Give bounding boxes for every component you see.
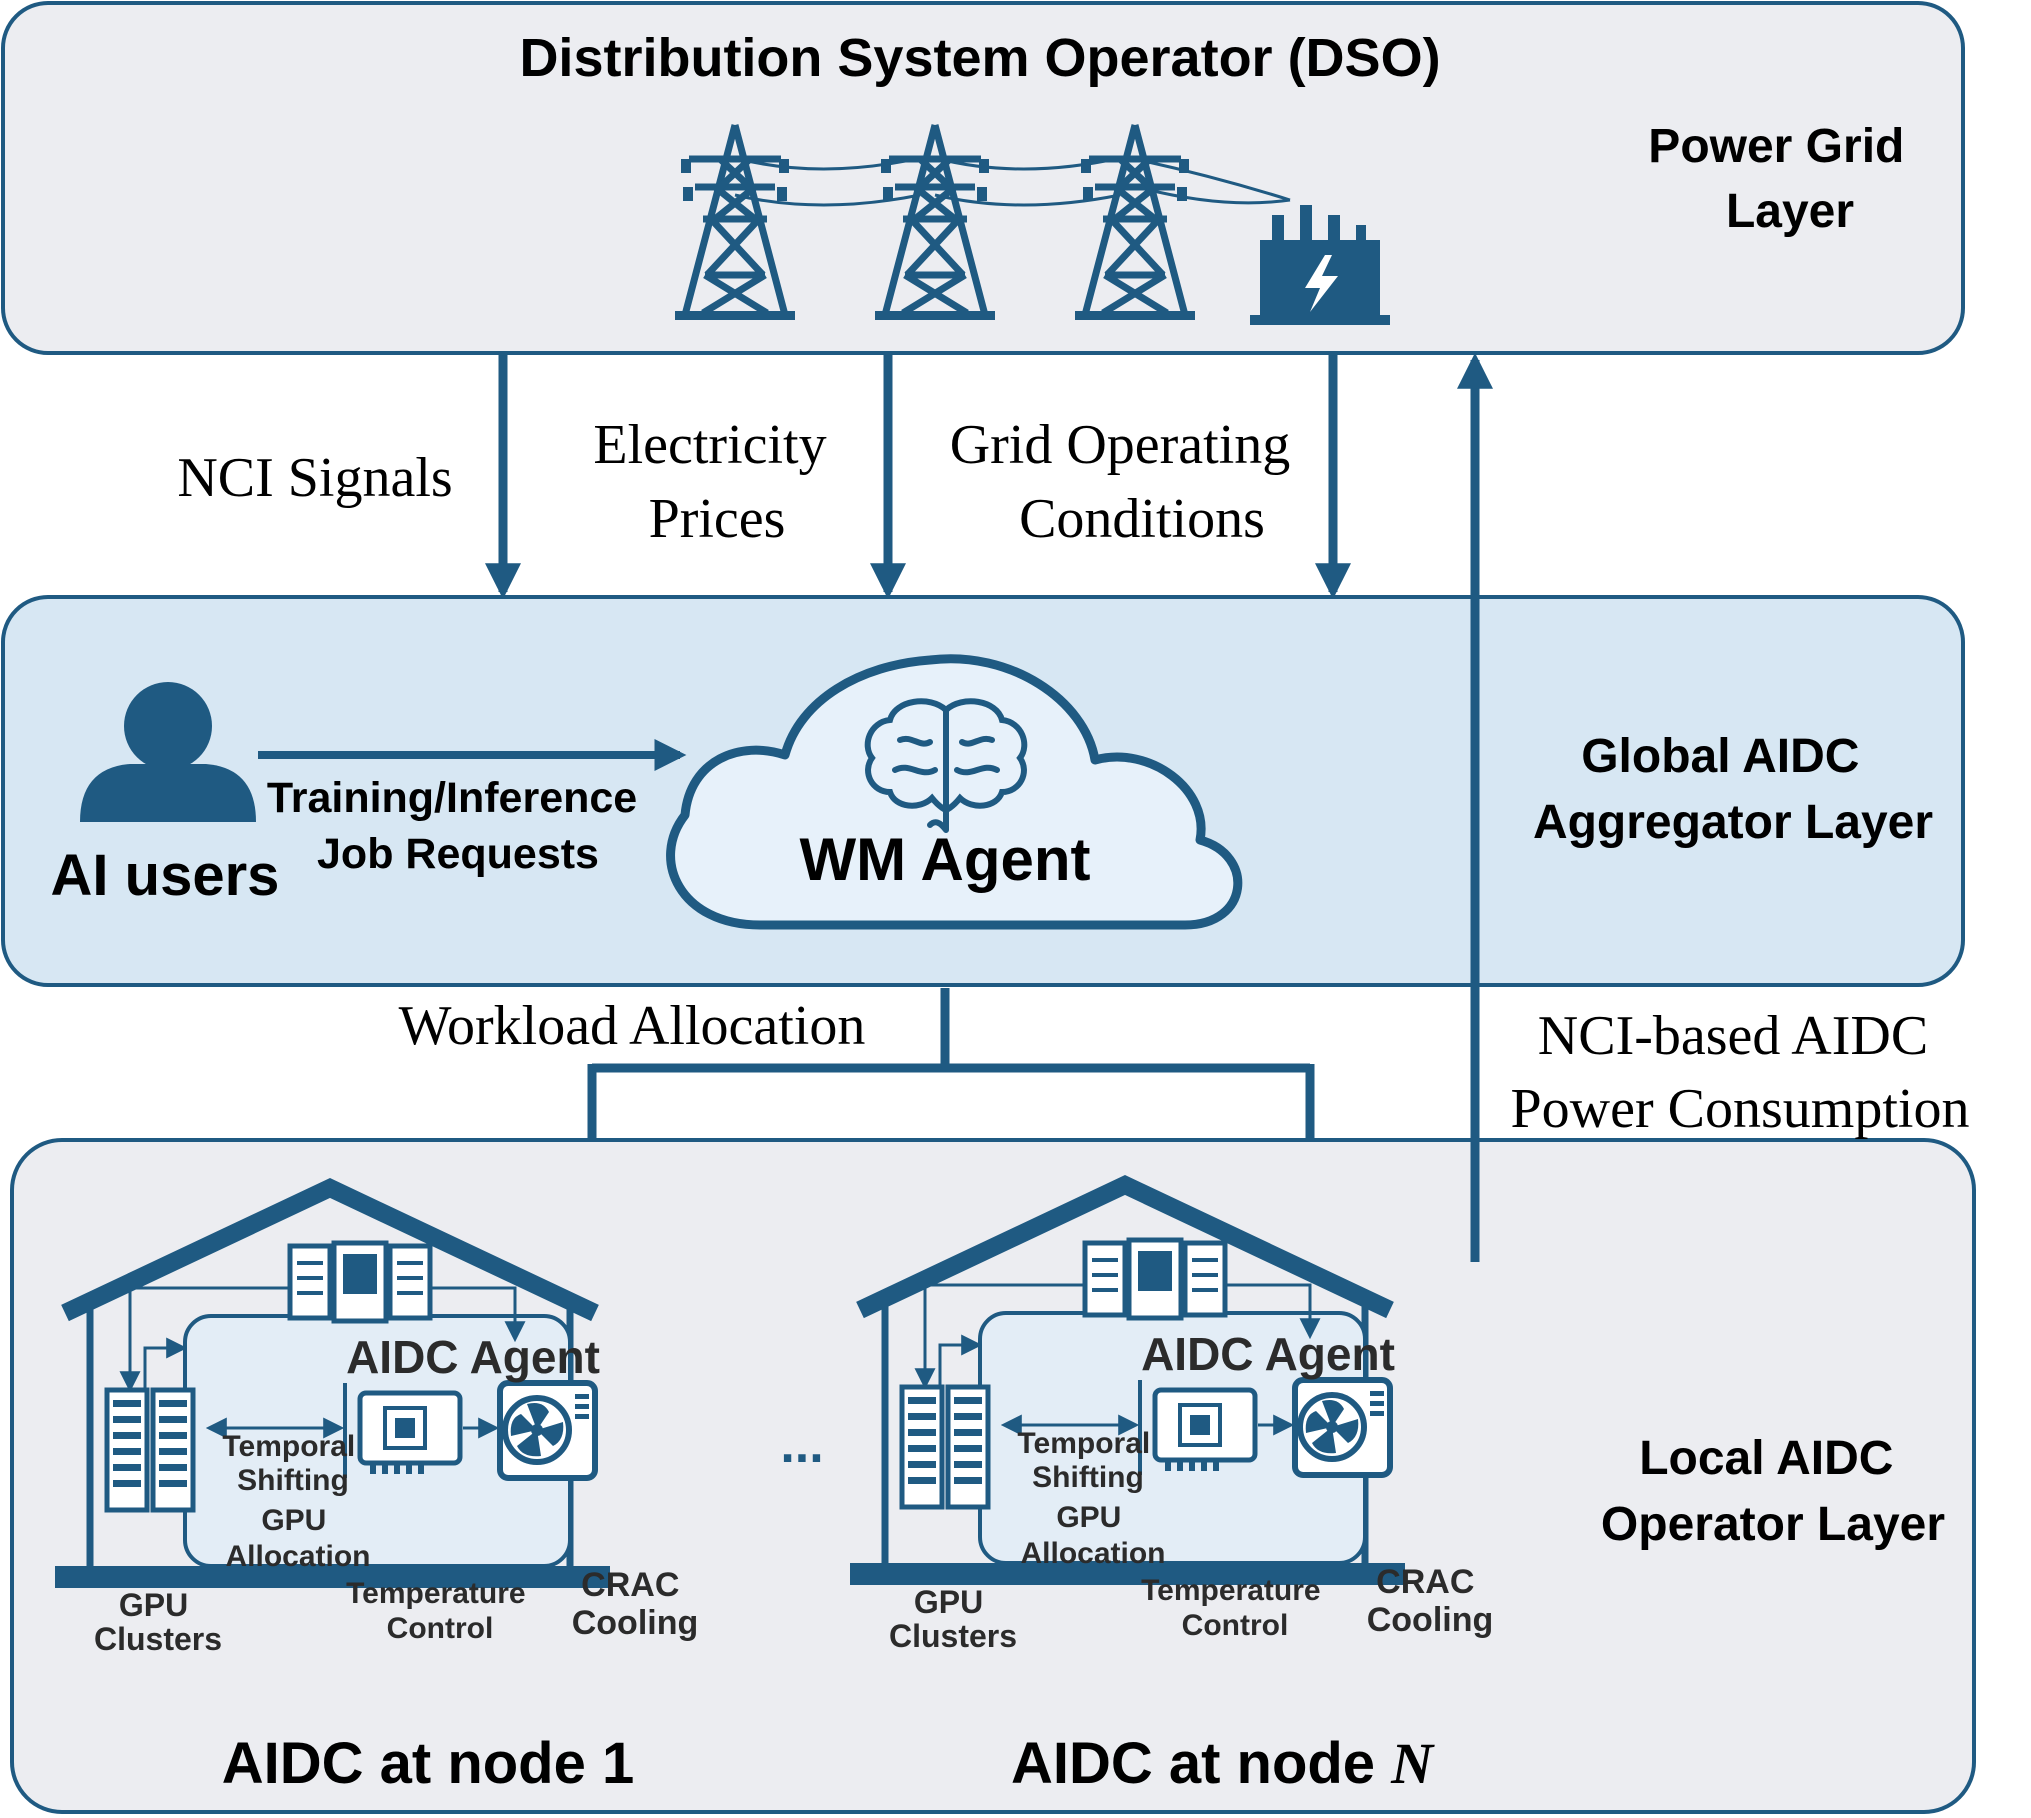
power-consumption-label: NCI-based AIDC Power Consumption <box>1511 1005 1970 1140</box>
grid-signal-arrows: NCI Signals Electricity Prices Grid Oper… <box>177 355 1351 600</box>
ai-user-icon <box>80 682 256 822</box>
workload-allocation: Workload Allocation <box>399 988 1328 1178</box>
local-layer-label: Local AIDC Operator Layer <box>1601 1432 1945 1551</box>
temperature-control-label: Temperature Control <box>346 1577 534 1645</box>
ai-users-label: AI users <box>51 843 280 908</box>
aggregator-layer: AI users Training/Inference Job Requests… <box>1 595 1965 987</box>
power-grid-layer: Distribution System Operator (DSO) Power… <box>1 1 1965 355</box>
aidc-node-1: AIDC Agent Temporal Shifting GPU Allocat… <box>55 1188 698 1657</box>
grid-conditions-label: Grid Operating Conditions <box>950 414 1305 550</box>
temperature-control-label: Temperature Control <box>1141 1574 1329 1642</box>
job-requests-label: Training/Inference Job Requests <box>267 774 649 878</box>
aidc-node1-label: AIDC at node 1 <box>222 1731 635 1796</box>
substation-transformer-icon <box>1250 205 1390 325</box>
aidc-agent-label: AIDC Agent <box>346 1331 600 1383</box>
gpu-allocation-label: GPU Allocation <box>225 1504 370 1573</box>
more-nodes-ellipsis: ... <box>780 1416 823 1474</box>
wm-agent-label: WM Agent <box>799 826 1090 893</box>
aidc-agent-label: AIDC Agent <box>1141 1328 1395 1380</box>
aggregator-layer-label: Global AIDC Aggregator Layer <box>1533 730 1933 849</box>
wm-agent-cloud <box>666 654 1243 930</box>
dso-title: Distribution System Operator (DSO) <box>519 28 1440 88</box>
electricity-prices-label: Electricity Prices <box>593 414 840 550</box>
gpu-clusters-label: GPU Clusters <box>94 1587 222 1657</box>
power-grid-panel <box>1 1 1965 355</box>
gpu-clusters-label: GPU Clusters <box>889 1584 1017 1654</box>
workload-allocation-label: Workload Allocation <box>399 995 866 1057</box>
local-layer: NCI-based AIDC Power Consumption AIDC Ag… <box>10 352 1976 1814</box>
temporal-shifting-label: Temporal Shifting <box>1017 1427 1158 1494</box>
gpu-allocation-label: GPU Allocation <box>1020 1501 1165 1570</box>
temporal-shifting-label: Temporal Shifting <box>222 1430 363 1497</box>
crac-cooling-label: CRAC Cooling <box>572 1566 699 1642</box>
aidc-node-n: AIDC Agent Temporal Shifting GPU Allocat… <box>850 1185 1493 1654</box>
power-grid-layer-label: Power Grid Layer <box>1648 120 1917 238</box>
nci-signals-label: NCI Signals <box>177 447 452 509</box>
aidc-nodeN-label: AIDC at node N <box>1011 1731 1435 1796</box>
brain-icon <box>864 698 1028 833</box>
crac-cooling-label: CRAC Cooling <box>1367 1563 1494 1639</box>
